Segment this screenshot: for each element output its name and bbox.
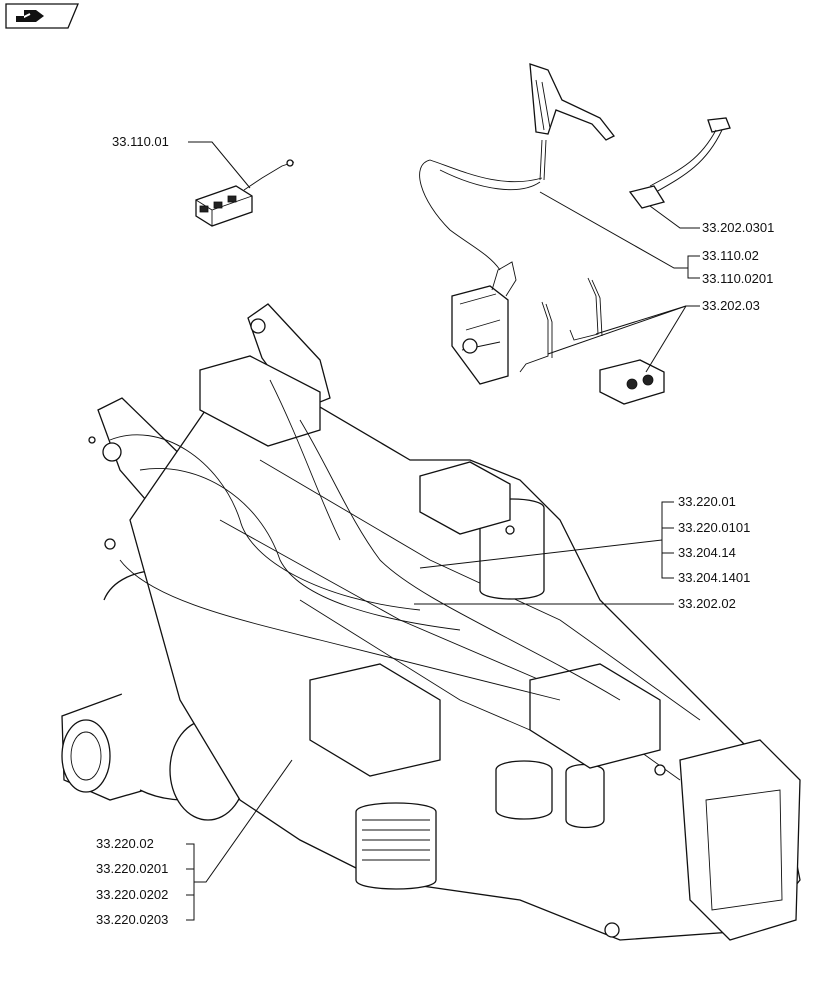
sensor-brackets xyxy=(519,277,665,405)
label-33-220-0201[interactable]: 33.220.0201 xyxy=(96,861,168,876)
hand-lever-assembly xyxy=(419,63,615,385)
pedal-rod xyxy=(628,117,731,209)
label-33-204-1401[interactable]: 33.204.1401 xyxy=(678,570,750,585)
transmission-housing xyxy=(61,303,801,941)
label-33-202-03[interactable]: 33.202.03 xyxy=(702,298,760,313)
label-33-220-02[interactable]: 33.220.02 xyxy=(96,836,154,851)
label-33-110-02[interactable]: 33.110.02 xyxy=(702,248,759,263)
label-33-220-0203[interactable]: 33.220.0203 xyxy=(96,912,168,927)
label-33-204-14[interactable]: 33.204.14 xyxy=(678,545,736,560)
leader-lines xyxy=(186,141,700,921)
nav-button[interactable] xyxy=(5,3,79,29)
label-33-110-0201[interactable]: 33.110.0201 xyxy=(702,271,773,286)
switch-module xyxy=(195,159,295,227)
next-page-arrow-icon xyxy=(16,10,44,22)
label-33-110-01[interactable]: 33.110.01 xyxy=(112,134,169,149)
label-33-220-0101[interactable]: 33.220.0101 xyxy=(678,520,750,535)
label-33-202-02[interactable]: 33.202.02 xyxy=(678,596,736,611)
label-33-220-01[interactable]: 33.220.01 xyxy=(678,494,736,509)
part-labels: 33.110.01 33.202.0301 33.110.02 33.110.0… xyxy=(96,134,774,927)
label-33-202-0301[interactable]: 33.202.0301 xyxy=(702,220,774,235)
label-33-220-0202[interactable]: 33.220.0202 xyxy=(96,887,168,902)
